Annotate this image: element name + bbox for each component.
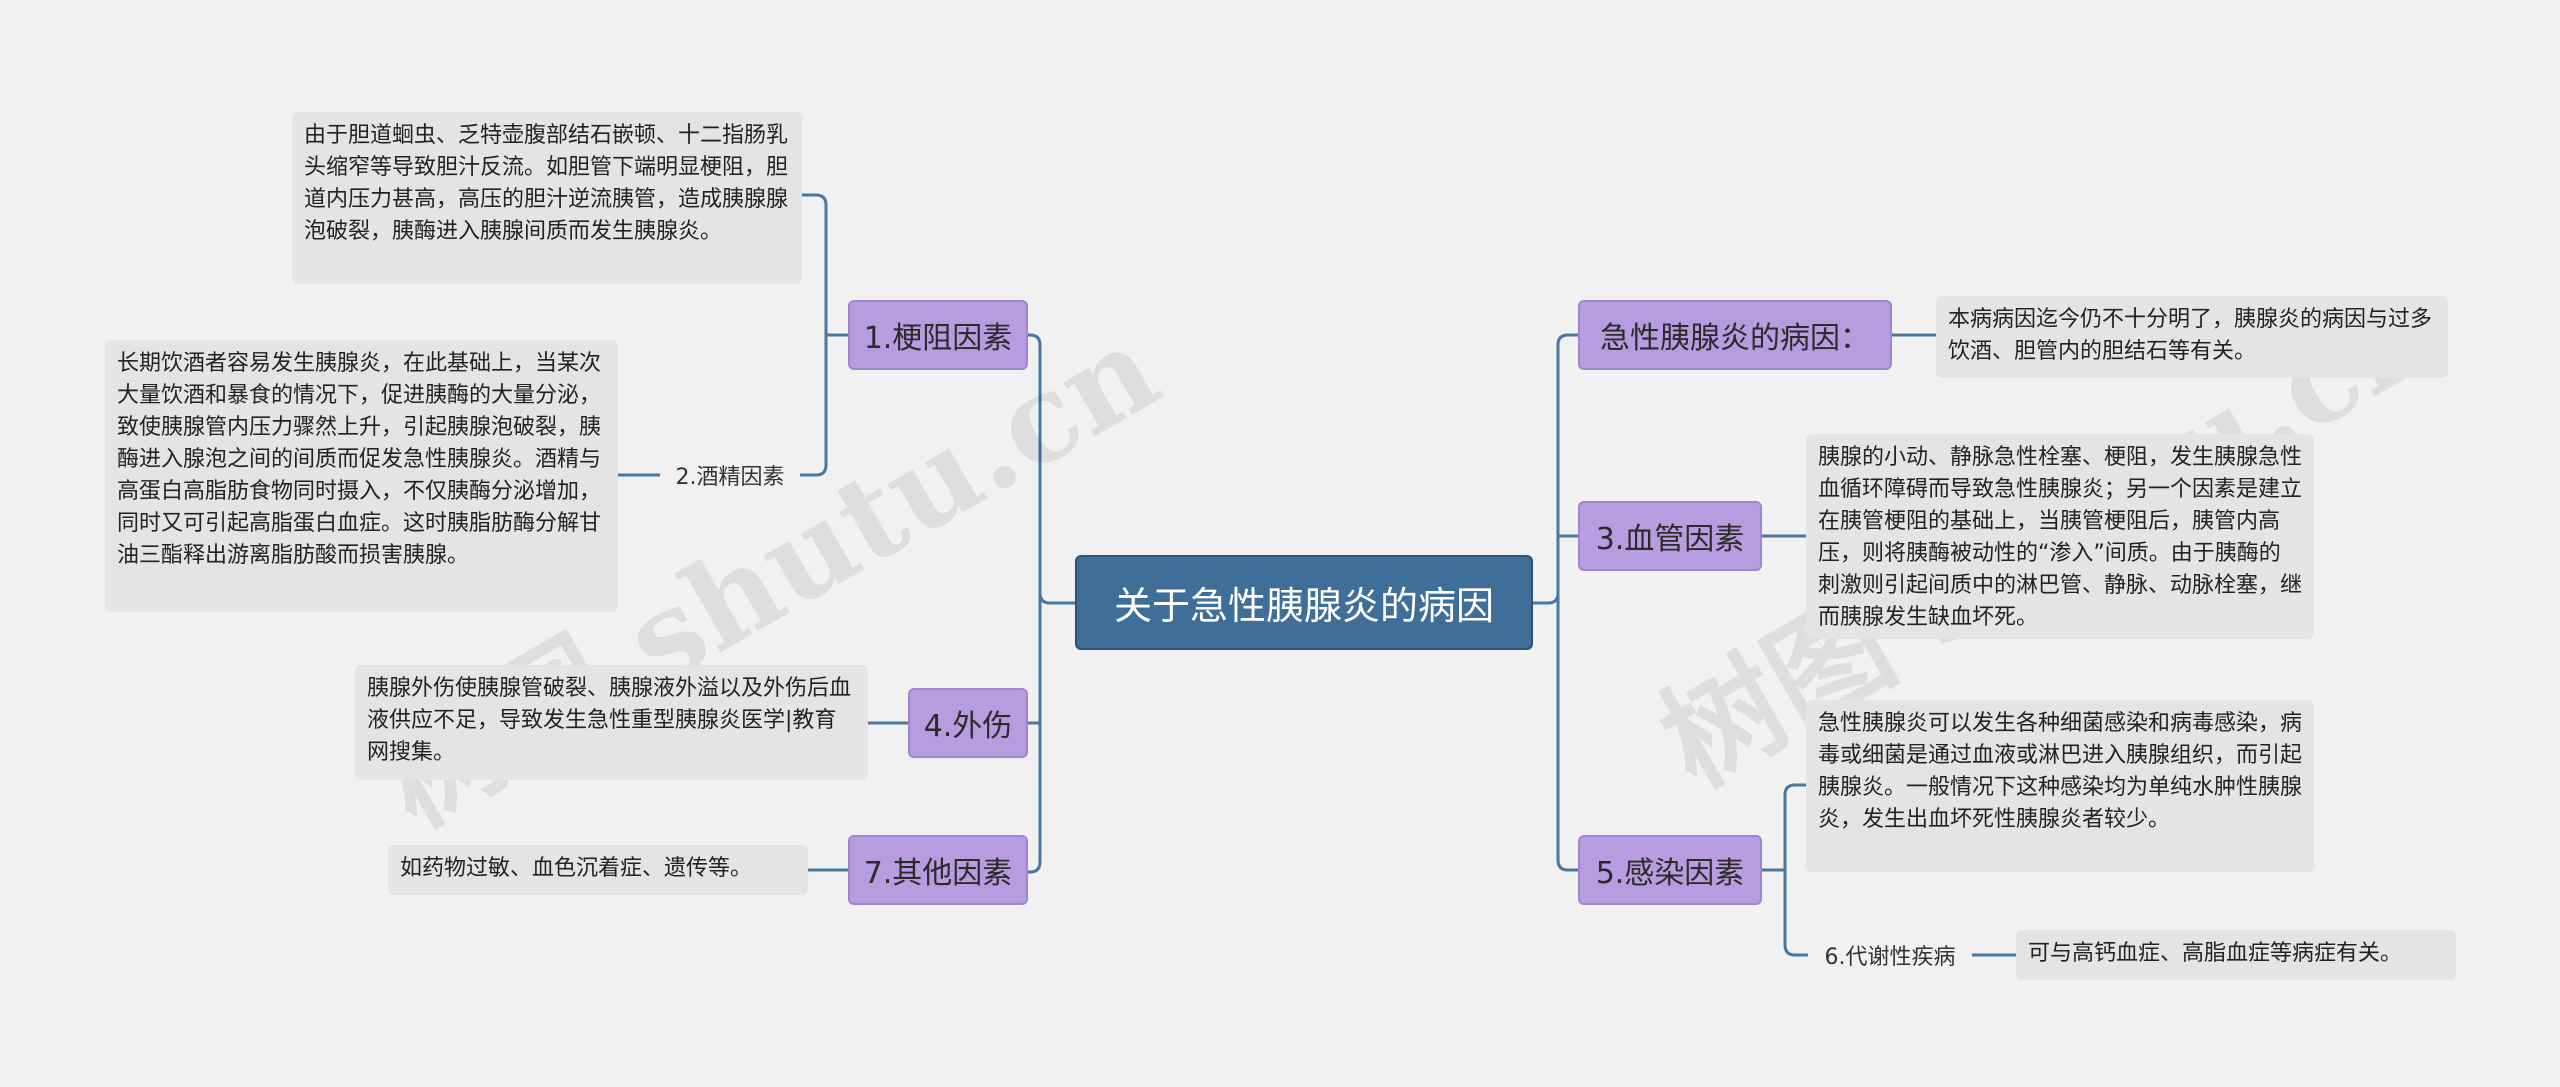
note-vascular: 胰腺的小动、静脉急性栓塞、梗阻，发生胰腺急性血循环障碍而导致急性胰腺炎；另一个因… xyxy=(1806,434,2314,639)
root-topic[interactable]: 关于急性胰腺炎的病因 xyxy=(1075,555,1533,650)
note-obstruction: 由于胆道蛔虫、乏特壶腹部结石嵌顿、十二指肠乳头缩窄等导致胆汁反流。如胆管下端明显… xyxy=(292,112,802,284)
note-metabolic: 可与高钙血症、高脂血症等病症有关。 xyxy=(2016,930,2456,980)
connector-right-trunk xyxy=(1556,593,1578,872)
connector-root-right xyxy=(1533,333,1578,605)
note-other: 如药物过敏、血色沉着症、遗传等。 xyxy=(388,845,808,895)
connector-root-left xyxy=(1028,333,1075,605)
note-cause: 本病病因迄今仍不十分明了，胰腺炎的病因与过多饮酒、胆管内的胆结石等有关。 xyxy=(1936,296,2448,378)
connector-infection-down xyxy=(1783,870,1808,957)
branch-vascular[interactable]: 3.血管因素 xyxy=(1578,501,1762,571)
branch-obstruction[interactable]: 1.梗阻因素 xyxy=(848,300,1028,370)
branch-cause[interactable]: 急性胰腺炎的病因： xyxy=(1578,300,1892,370)
subtopic-metabolic[interactable]: 6.代谢性疾病 xyxy=(1824,945,1956,970)
branch-infection[interactable]: 5.感染因素 xyxy=(1578,835,1762,905)
connector-obstruction-up xyxy=(802,193,828,335)
note-infection: 急性胰腺炎可以发生各种细菌感染和病毒感染，病毒或细菌是通过血液或淋巴进入胰腺组织… xyxy=(1806,700,2314,872)
branch-trauma[interactable]: 4.外伤 xyxy=(908,688,1028,758)
connector-obstruction-down xyxy=(800,335,828,477)
note-trauma: 胰腺外伤使胰腺管破裂、胰腺液外溢以及外伤后血液供应不足，导致发生急性重型胰腺炎医… xyxy=(355,665,868,780)
connector-left-trunk xyxy=(1028,593,1042,874)
branch-other[interactable]: 7.其他因素 xyxy=(848,835,1028,905)
note-alcohol: 长期饮酒者容易发生胰腺炎，在此基础上，当某次大量饮酒和暴食的情况下，促进胰酶的大… xyxy=(105,340,618,612)
subtopic-alcohol[interactable]: 2.酒精因素 xyxy=(675,465,785,490)
connector-infection-up xyxy=(1783,783,1806,870)
